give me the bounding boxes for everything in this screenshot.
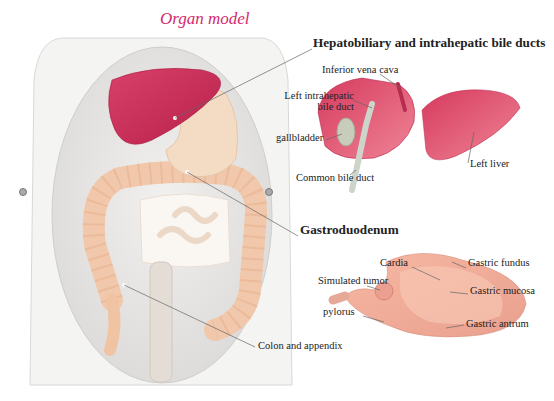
leader-line — [367, 286, 380, 290]
leader-line — [187, 172, 298, 236]
leader-line — [450, 292, 468, 294]
part-label: Cardia — [380, 257, 430, 268]
figure-title: Organ model — [160, 10, 320, 28]
screw — [20, 189, 27, 196]
part-label: pylorus — [323, 306, 373, 317]
gallbladder — [337, 118, 355, 146]
leader-line — [353, 100, 372, 108]
left-liver — [422, 90, 520, 160]
section-heading: Gastroduodenum — [300, 223, 450, 237]
part-label: Gastric mucosa — [470, 285, 554, 296]
intestine-loops — [160, 209, 215, 241]
screw — [266, 189, 273, 196]
leader-line — [363, 316, 384, 322]
part-label: Common bile duct — [296, 172, 396, 183]
leader-line — [175, 49, 312, 118]
part-label: Gastric antrum — [466, 318, 552, 329]
part-label: Left intrahepatic bile duct — [272, 90, 354, 112]
part-label: Left liver — [470, 158, 540, 169]
small-intestine — [140, 194, 230, 267]
part-label: Simulated tumor — [318, 275, 408, 286]
part-label: Inferior vena cava — [322, 64, 432, 75]
section-heading: Hepatobiliary and intrahepatic bile duct… — [313, 36, 553, 50]
part-label: Gastric fundus — [468, 257, 554, 268]
leader-line — [380, 74, 400, 88]
pylorus — [333, 296, 345, 300]
torso-shell — [30, 38, 292, 385]
leader-line — [452, 262, 466, 268]
leader-line — [412, 267, 440, 280]
appendix — [110, 300, 115, 350]
leader-line — [326, 134, 342, 140]
leader-line — [446, 325, 464, 328]
part-label: Colon and appendix — [258, 340, 368, 351]
rectum — [150, 262, 172, 382]
abdominal-cavity — [52, 47, 272, 383]
vena-cava — [398, 84, 405, 110]
liver — [109, 68, 221, 144]
leader-line — [124, 285, 255, 347]
part-label: gallbladder — [276, 132, 336, 143]
